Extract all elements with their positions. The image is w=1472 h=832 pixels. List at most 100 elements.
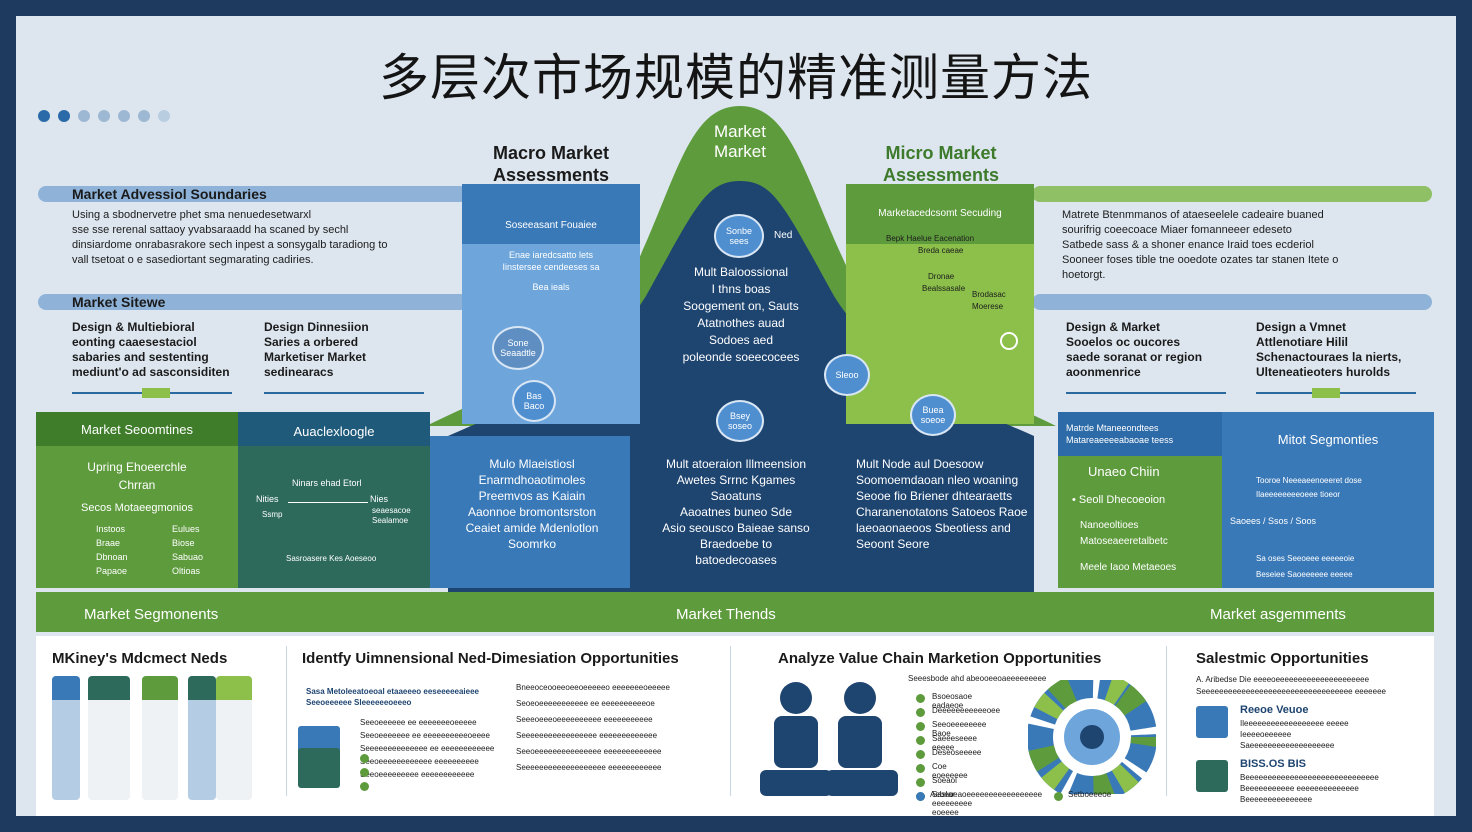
card3-footer-bullet-2: [1054, 792, 1063, 801]
center-circle-4[interactable]: Sleoo: [824, 354, 870, 396]
card2-stack-icon-2: [298, 748, 340, 788]
mid-left-sub2: Secos Motaeegmonios: [81, 502, 193, 514]
card4-item2-icon: [1196, 760, 1228, 792]
card1-col-5[interactable]: [216, 676, 252, 800]
mid-right2-line-4: Sa oses Seeoeee eeeeeoie: [1256, 554, 1355, 563]
center-circle-5[interactable]: Buea soeoe: [910, 394, 956, 436]
card4-item2-head: BISS.OS BIS: [1240, 758, 1307, 770]
left-bar-2: [38, 294, 468, 310]
micro-panel-line-2: Breda caeae: [918, 246, 964, 255]
page-dot-4[interactable]: [98, 110, 110, 122]
center-mid-text: Mult atoeraion Illmeension Awetes Srrnc …: [662, 457, 810, 567]
macro-panel-header: Soseeasant Fouaiee: [505, 220, 597, 231]
mid-right-sub: Unaeo Chiin: [1088, 464, 1160, 479]
card3-title: Analyze Value Chain Marketion Opportunit…: [778, 650, 1102, 667]
center-col-left: [430, 436, 630, 588]
mid-right-head: Matrde Mtaneeondtees Matareaeeeeabaoae t…: [1066, 423, 1174, 445]
left-bar1-label: Market Advessiol Soundaries: [72, 186, 267, 202]
mid-right2-line-5: Beseiee Saoeeeeee eeeee: [1256, 570, 1353, 579]
divider-1: [286, 646, 287, 796]
page-dot-6[interactable]: [138, 110, 150, 122]
mid-teal-line-1: Ninars ehad Etorl: [292, 478, 362, 488]
card4-item1-head: Reeoe Veuoe: [1240, 704, 1309, 716]
mid-teal-line-4: Nies: [370, 494, 389, 504]
micro-panel-line-1: Bepk Haelue Eacenation: [886, 234, 975, 243]
page-dot-3[interactable]: [78, 110, 90, 122]
right-col-1: Design & Market Sooelos oc oucores saede…: [1066, 320, 1203, 379]
center-right-text: Mult Node aul Doesoow Soomoemdaoan nleo …: [856, 457, 1028, 551]
mid-right-sub3: Nanoeoltioes Matoseaeeretalbetc: [1080, 520, 1168, 547]
bottom-band: [36, 592, 1434, 632]
mid-right2-head: Mitot Segmonties: [1277, 432, 1379, 447]
mid-teal-line-3: Ssmp: [262, 510, 283, 519]
card1-col-2[interactable]: [88, 676, 130, 800]
card3-footer-1: Aebeoeaoeeeeeeeeeeeeeeeee: [930, 790, 1043, 799]
left-arrow-1-marker: [142, 388, 170, 398]
left-arrow-2: [264, 392, 424, 394]
micro-panel-line-5: Brodasac: [972, 290, 1006, 299]
mid-right-sub4: Meele Iaoo Metaeoes: [1080, 562, 1177, 573]
page-dot-1[interactable]: [38, 110, 50, 122]
bottom-band-center: Market Thends: [676, 606, 776, 623]
micro-panel-line-3: Dronae: [928, 272, 955, 281]
mid-left-panel: Market Seoomtines Upring Ehoeerchle Chrr…: [36, 412, 238, 588]
divider-2: [730, 646, 731, 796]
mid-right-panel: Matrde Mtaneeondtees Matareaeeeeabaoae t…: [1058, 412, 1222, 588]
card1-title: MKiney's Mdcmect Neds: [52, 650, 228, 667]
mid-right2-line-1: Tooroe Neeeaeenoeeret dose: [1256, 476, 1362, 485]
mid-right-sub2: • Seoll Dhecoeoion: [1072, 494, 1166, 506]
card3-footer-bullet-1: [916, 792, 925, 801]
mid-teal-line-6: Sealamoe: [372, 516, 409, 525]
macro-panel-line-2: Iinstersee cendeeses sa: [502, 262, 600, 272]
card1-col-1[interactable]: [52, 676, 80, 800]
micro-green-panel: Marketacedcsomt Secuding Bepk Haelue Eac…: [846, 184, 1034, 424]
page-dot-7[interactable]: [158, 110, 170, 122]
mid-left-head: Market Seoomtines: [81, 422, 193, 437]
mid-right2-line-2: Ilaeeeeeeeeoeee tioeor: [1256, 490, 1341, 499]
mid-right2-line-3: Saoees / Ssos / Soos: [1230, 516, 1317, 526]
card4-title: Salestmic Opportunities: [1196, 650, 1369, 667]
left-bar-1: [38, 186, 468, 202]
macro-panel-line-3: Bea ieals: [532, 282, 570, 292]
card2-bullet-2: [360, 768, 369, 777]
right-bar-2: [1032, 294, 1432, 310]
card3-donut-chart: [1028, 680, 1156, 794]
right-col-2: Design a Vmnet Attlenotiare Hilil Schena…: [1256, 320, 1402, 379]
left-bar2-label: Market Sitewe: [72, 294, 166, 310]
mid-teal-line-7: Sasroasere Kes Aoeseoo: [286, 554, 377, 563]
card3-footer-2: Setboeeeoe: [1068, 790, 1112, 799]
page-dot-2[interactable]: [58, 110, 70, 122]
center-circle-6[interactable]: Sone Seaadtle: [492, 326, 544, 370]
right-text-1: Matrete Btenmmanos of ataeseelele cadeai…: [1062, 209, 1339, 281]
micro-panel-icon: [1000, 332, 1018, 350]
micro-panel-line-6: Moerese: [972, 302, 1004, 311]
right-arrow-1: [1066, 392, 1226, 394]
bottom-band-right: Market asgemments: [1210, 606, 1346, 623]
center-circle-3[interactable]: Bas Baco: [512, 380, 556, 422]
card4-sub: A. Aribedse Die eeeeoeeeeeeeeeeeeeeeeeee…: [1196, 675, 1386, 696]
card2-bullet-3: [360, 782, 369, 791]
card2-lines-a: Sasa Metoleeatoeoal etaaeeeo eeseeeeeaie…: [306, 687, 480, 707]
page-dot-5[interactable]: [118, 110, 130, 122]
card1-col-4[interactable]: [188, 676, 216, 800]
left-col-1: Design & Multiebioral eonting caaesestac…: [72, 320, 230, 379]
mid-right2-panel: Mitot Segmonties Tooroe Neeeaeenoeeret d…: [1222, 412, 1434, 588]
left-text-1: Using a sbodnervetre phet sma nenuedeset…: [72, 209, 388, 266]
micro-panel-line-4: Bealssasale: [922, 284, 966, 293]
macro-title: Macro Market Assessments: [492, 143, 610, 185]
macro-blue-panel: Soseeasant Fouaiee Enae iaredcsatto lets…: [462, 184, 640, 424]
card1-col-3[interactable]: [142, 676, 178, 800]
center-circle-1[interactable]: Sonbe sees: [714, 214, 764, 258]
card2-title: Identfy Uimnensional Ned-Dimesiation Opp…: [302, 650, 679, 667]
center-circle-2[interactable]: Bsey soseo: [716, 400, 764, 442]
right-arrow-2-marker: [1312, 388, 1340, 398]
page-title: 多层次市场规模的精准测量方法: [379, 49, 1093, 107]
peak-title: Market Market: [714, 122, 766, 161]
divider-3: [1166, 646, 1167, 796]
